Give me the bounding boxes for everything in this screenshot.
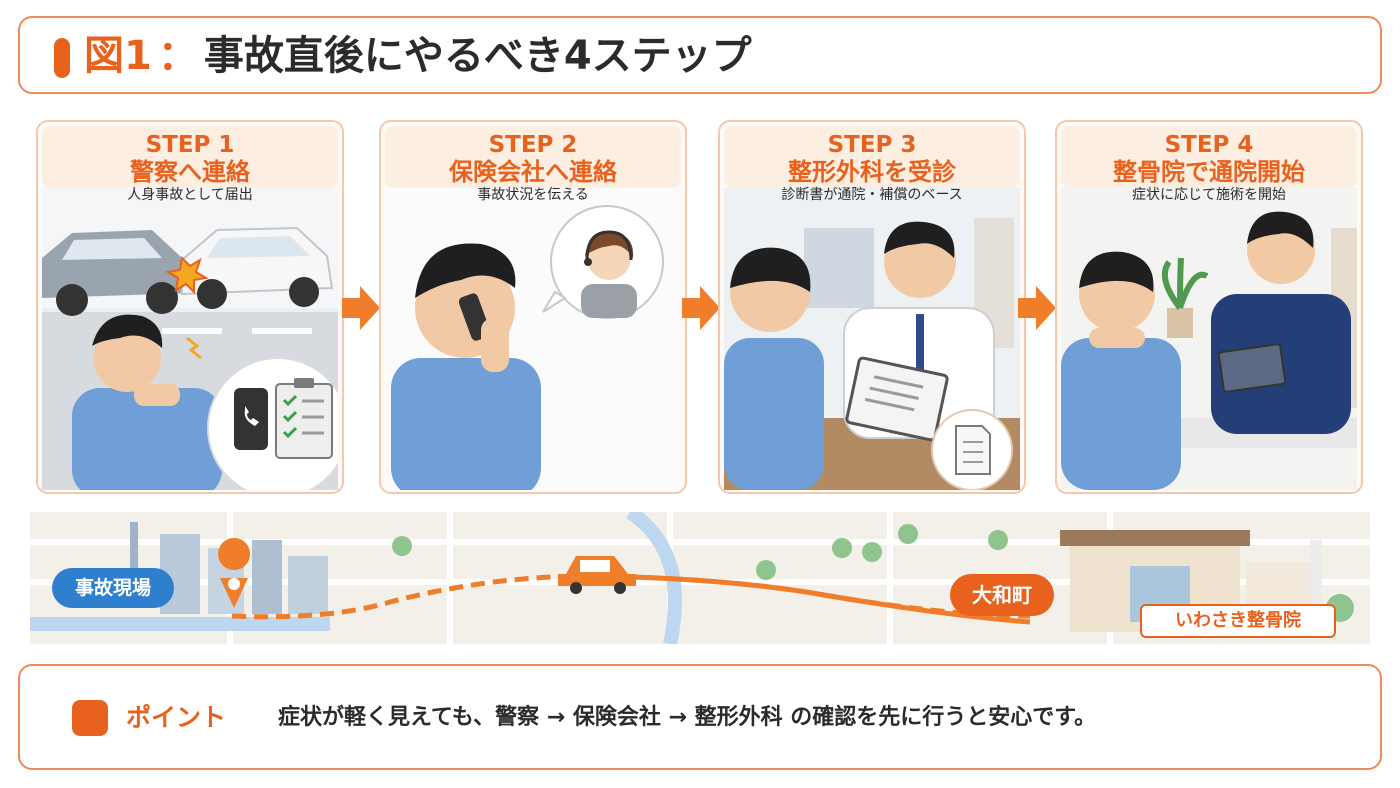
injured-man (72, 314, 222, 490)
step-title: 整形外科を受診 (788, 158, 956, 186)
step-subtitle: 事故状況を伝える (477, 187, 589, 203)
step4-illustration (1061, 188, 1357, 490)
document-icon (955, 425, 991, 475)
step-header: STEP 1 警察へ連絡 (42, 126, 338, 188)
point-label: ポイント (126, 703, 227, 732)
clinic-name-label: いわさき整骨院 (1140, 604, 1336, 638)
step-label: STEP 2 (488, 132, 578, 158)
crashed-car-gray (42, 230, 192, 316)
therapist (1211, 211, 1351, 434)
patient-back (724, 247, 824, 490)
step2-illustration (385, 188, 681, 490)
title-bar: 図1：事故直後にやるべき4ステップ (18, 16, 1382, 94)
arrow-right-icon (342, 286, 380, 330)
title-colon: ： (157, 33, 198, 79)
step-header: STEP 2 保険会社へ連絡 (385, 126, 681, 188)
step-card-1: STEP 1 警察へ連絡 (36, 120, 344, 494)
route-map (30, 512, 1370, 644)
xray-board (804, 228, 874, 308)
route-line-solid (589, 573, 1031, 625)
step-subtitle: 人身事故として届出 (127, 187, 253, 203)
step-subtitle: 診断書が通院・補償のベース (781, 187, 963, 203)
step-label: STEP 3 (827, 132, 917, 158)
step-card-2: STEP 2 保険会社へ連絡 事故状況を伝える (379, 120, 687, 494)
patient-seated (1061, 251, 1181, 490)
step-card-3: STEP 3 整形外科を受診 診断書が通院・補償のベース (718, 120, 1026, 494)
car-icon (558, 556, 636, 594)
figure-number: 図1 (84, 33, 152, 79)
arrow-right-icon (682, 286, 720, 330)
point-box: ポイント 症状が軽く見えても、警察 → 保険会社 → 整形外科 の確認を先に行う… (18, 664, 1382, 770)
step-header: STEP 4 整骨院で通院開始 (1061, 126, 1357, 188)
trees (392, 524, 1008, 580)
plant-decoration (1161, 257, 1209, 338)
point-badge-icon (72, 700, 108, 736)
title-main: 事故直後にやるべき4ステップ (203, 33, 752, 79)
arrow-right-icon (1018, 286, 1056, 330)
step-title: 整骨院で通院開始 (1113, 158, 1305, 186)
step-title: 警察へ連絡 (130, 158, 250, 186)
step-label: STEP 4 (1164, 132, 1254, 158)
man-on-phone (391, 243, 541, 490)
clipboard-icon (845, 356, 949, 442)
step-card-4: STEP 4 整骨院で通院開始 症状に応じて施術を開始 (1055, 120, 1363, 494)
smartphone-icon (234, 388, 268, 450)
figure-title: 図1：事故直後にやるべき4ステップ (84, 28, 752, 84)
location-pin-icon (218, 538, 251, 608)
step-header: STEP 3 整形外科を受診 (724, 126, 1020, 188)
destination-label: 大和町 (950, 574, 1054, 616)
step-title: 保険会社へ連絡 (449, 158, 617, 186)
start-location-label: 事故現場 (52, 568, 174, 608)
crashed-car-white (181, 226, 334, 309)
checklist-icon (275, 378, 333, 459)
step-subtitle: 症状に応じて施術を開始 (1132, 187, 1286, 203)
step-label: STEP 1 (145, 132, 235, 158)
title-accent-pill (54, 38, 70, 78)
operator-headset-icon (581, 230, 637, 318)
step3-illustration (724, 188, 1020, 490)
car-crash-icon (165, 255, 209, 295)
point-text: 症状が軽く見えても、警察 → 保険会社 → 整形外科 の確認を先に行うと安心です… (278, 705, 1097, 730)
step1-illustration (42, 188, 338, 490)
